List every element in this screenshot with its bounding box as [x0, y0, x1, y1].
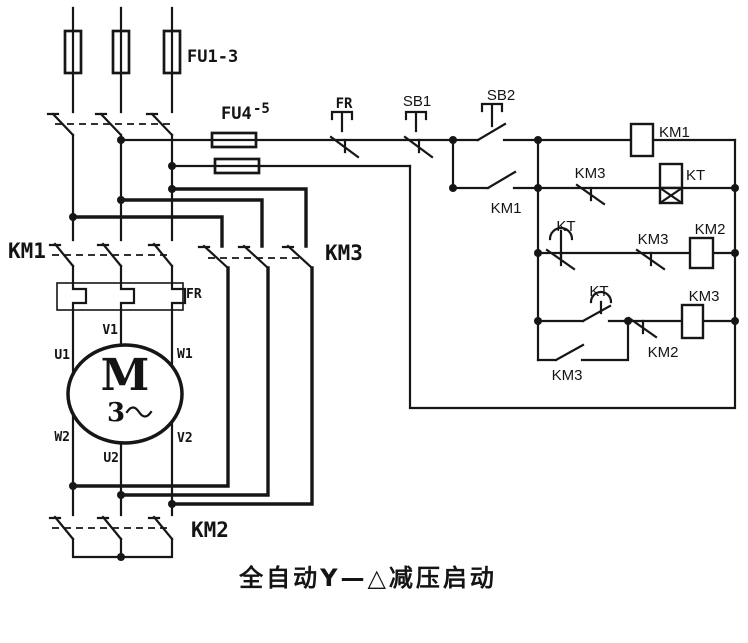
sb1-label: SB1: [403, 93, 431, 110]
terminal-u1: U1: [54, 348, 70, 363]
km1-coil: [629, 122, 655, 158]
kt-nc-timed-label: KT: [556, 218, 575, 235]
km3-coil-rung: KT KM2 KM3: [536, 283, 737, 361]
control-fuses-label: FU4: [221, 104, 252, 124]
km3-seal-label: KM3: [552, 367, 583, 384]
kt-coil-label: KT: [686, 167, 705, 184]
fr-nc-contact: FR: [329, 96, 360, 159]
thermal-overload-label: FR: [186, 287, 202, 302]
sb2-label: SB2: [487, 87, 515, 104]
km3-interlock-rung3-label: KM3: [638, 231, 669, 248]
motor-circle: [66, 343, 184, 445]
diagram-title: 全自动Y—△减压启动: [238, 564, 497, 592]
thermal-overload-heaters: FR: [56, 264, 202, 376]
sb2-start-button: SB2: [476, 87, 540, 142]
km2-main-label: KM2: [191, 518, 229, 542]
kt-coil-upper: [658, 162, 684, 190]
fr-contact-label: FR: [336, 96, 353, 112]
motor: M 3 U1 V1 W1 W2 U2 V2: [54, 323, 192, 466]
km2-coil-rung: KT KM3 KM2: [536, 218, 737, 271]
km3-coil: [680, 303, 705, 340]
km1-coil-rung: KM1: [536, 122, 737, 158]
motor-letter: M: [101, 350, 150, 401]
motor-phase-number: 3: [107, 398, 125, 428]
junction-dots: [69, 136, 739, 561]
km2-interlock-label: KM2: [648, 344, 679, 361]
control-circuit: FR SB1 SB2 KM1 KM1 KM3: [329, 87, 737, 410]
control-right-rail: [408, 138, 737, 410]
km1-coil-label: KM1: [659, 124, 690, 141]
kt-no-timed-label: KT: [589, 283, 608, 300]
main-fuses-label: FU1-3: [187, 47, 238, 67]
km3-main-label: KM3: [325, 241, 363, 265]
main-fuses: FU1-3: [63, 6, 238, 114]
km3-coil-label: KM3: [689, 288, 720, 305]
terminal-v2: V2: [177, 431, 193, 446]
terminal-u2: U2: [103, 451, 119, 466]
motor-ac-tilde-icon: [125, 406, 153, 418]
km1-main-label: KM1: [8, 239, 46, 263]
km1-seal-contact: KM1: [451, 138, 540, 217]
delta-branch-wires: [71, 187, 314, 506]
terminal-w1: W1: [177, 347, 193, 362]
kt-coil-rung: KM3 KT: [536, 162, 737, 206]
km2-coil: [688, 236, 715, 270]
km3-main-contacts: KM3: [197, 241, 363, 270]
km1-seal-label: KM1: [491, 200, 522, 217]
terminal-w2: W2: [54, 430, 70, 445]
terminal-v1: V1: [102, 323, 118, 338]
sb1-stop-button: SB1: [403, 93, 434, 159]
motor-bottom-leads: [71, 412, 174, 517]
km3-seal-contact: KM3: [536, 319, 630, 384]
km2-coil-label: KM2: [695, 221, 726, 238]
km3-interlock-rung2-label: KM3: [575, 165, 606, 182]
main-switch: [46, 112, 174, 242]
km1-main-contacts: KM1: [8, 239, 174, 268]
control-fuses-sublabel: -5: [253, 101, 270, 117]
km2-main-contacts: KM2: [48, 515, 229, 559]
